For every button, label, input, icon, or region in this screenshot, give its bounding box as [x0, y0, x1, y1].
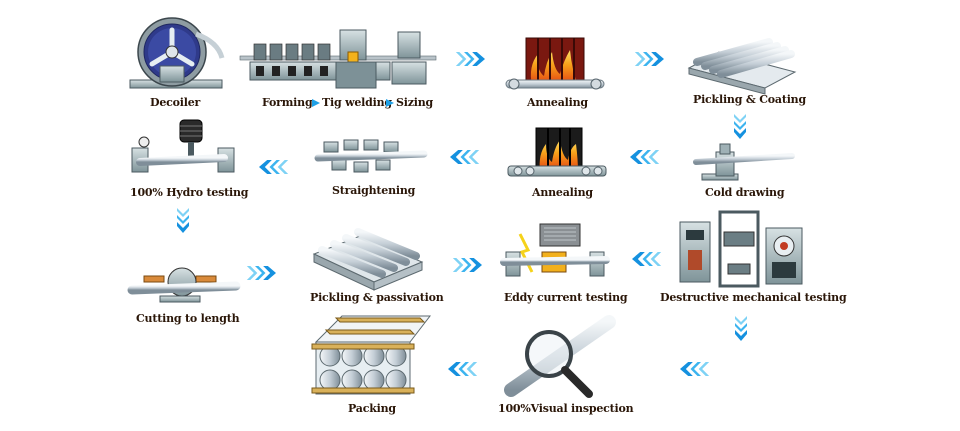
- label-straightening: Straightening: [332, 184, 416, 197]
- chevron-small-icon: [312, 99, 320, 107]
- eddy-current-machine: [500, 223, 610, 277]
- flow-arrow-down-icon: [734, 114, 746, 139]
- label-packing: Packing: [348, 402, 396, 415]
- flow-arrow-icon: [455, 52, 485, 66]
- label-pickling-passivation: Pickling & passivation: [310, 291, 444, 304]
- annealing-furnace-2: [507, 127, 607, 177]
- chevron-small-icon: [386, 99, 394, 107]
- label-cutting-to-length: Cutting to length: [136, 312, 240, 325]
- label-destructive-testing: Destructive mechanical testing: [660, 291, 847, 304]
- cold-drawing-machine: [693, 143, 795, 181]
- flow-arrow-icon: [452, 258, 482, 272]
- cutting-machine: [127, 267, 241, 303]
- label-decoiler: Decoiler: [150, 96, 201, 109]
- visual-inspection-magnifier: [504, 315, 616, 398]
- flow-arrow-left-icon: [632, 252, 662, 266]
- flow-arrow-left-icon: [680, 362, 710, 376]
- pickling-passivation-bath: [312, 228, 424, 291]
- hydro-testing-machine: [131, 119, 235, 173]
- label-cold-drawing: Cold drawing: [705, 186, 785, 199]
- flow-arrow-left-icon: [448, 362, 478, 376]
- label-sizing: Sizing: [396, 96, 434, 109]
- packing-bundle: [311, 315, 432, 395]
- label-forming: Forming: [262, 96, 313, 109]
- flow-arrow-down-icon: [177, 208, 189, 233]
- label-visual-inspection: 100%Visual inspection: [498, 402, 634, 415]
- forming-welding-sizing-line: [239, 29, 437, 89]
- straightening-machine: [314, 139, 428, 173]
- label-hydro-testing: 100% Hydro testing: [130, 186, 249, 199]
- flow-arrow-icon: [246, 266, 276, 280]
- flow-arrow-left-icon: [259, 160, 289, 174]
- decoiler-machine: [129, 17, 225, 89]
- annealing-furnace-1: [505, 37, 605, 90]
- flow-arrow-left-icon: [450, 150, 480, 164]
- label-pickling-coating: Pickling & Coating: [693, 93, 806, 106]
- label-tig-welding: Tig welding: [322, 96, 392, 109]
- flow-arrow-down-icon: [735, 316, 747, 341]
- flow-arrow-icon: [634, 52, 664, 66]
- label-eddy-current-testing: Eddy current testing: [504, 291, 628, 304]
- flow-arrow-left-icon: [630, 150, 660, 164]
- destructive-testing-machines: [679, 210, 803, 288]
- pickling-coating-bath: [687, 38, 797, 95]
- label-annealing-2: Annealing: [532, 186, 593, 199]
- label-annealing-1: Annealing: [527, 96, 588, 109]
